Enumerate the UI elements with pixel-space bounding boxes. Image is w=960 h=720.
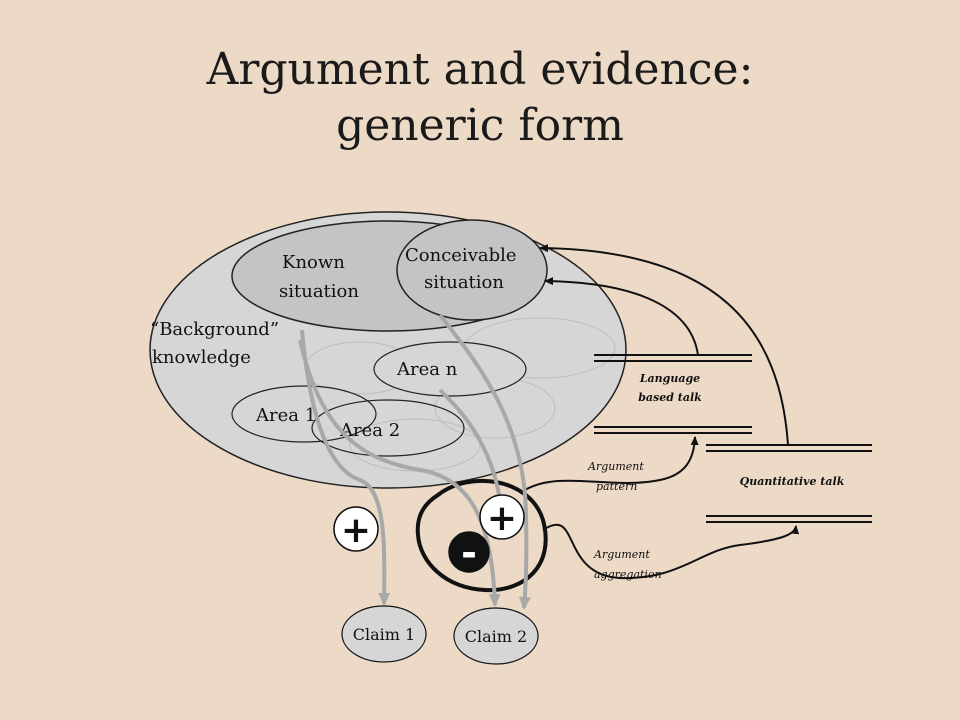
language-talk-label-2: based talk: [638, 391, 702, 404]
argument-aggregation-label-1: Argument: [593, 548, 650, 561]
plus-circle-right: [479, 494, 525, 540]
plus-circle-left: [333, 506, 379, 552]
argument-pattern-label-1: Argument: [587, 460, 644, 473]
language-talk-bars: [594, 354, 752, 434]
minus-circle: [448, 531, 490, 573]
title-line-2: generic form: [336, 100, 624, 151]
background-knowledge-label-2: knowledge: [152, 347, 251, 368]
area-1-label: Area 1: [255, 405, 316, 426]
language-talk-label-1: Language: [639, 372, 700, 385]
title-line-1: Argument and evidence:: [206, 44, 754, 95]
plus-symbol-right: +: [487, 498, 517, 539]
conceivable-situation-label-1: Conceivable: [405, 245, 517, 266]
claim-2-bubble: [453, 607, 539, 665]
known-situation-label-1: Known: [282, 252, 345, 273]
conceivable-situation-label-2: situation: [424, 272, 504, 293]
quantitative-talk-label: Quantitative talk: [740, 475, 845, 488]
arrow-quantitative-to-conceivable: [539, 244, 789, 446]
conceivable-situation-bubble: [396, 219, 548, 321]
area-2-bubble: [311, 399, 465, 457]
aggregation-oval: [415, 478, 548, 593]
claim-1-bubble: [341, 605, 427, 663]
arrow-oval-to-language: [524, 436, 699, 491]
area-2-label: Area 2: [339, 420, 400, 441]
known-situation-label-2: situation: [279, 281, 359, 302]
area-n-label: Area n: [396, 359, 458, 380]
arrow-oval-to-quantitative: [542, 523, 800, 580]
claim-2-label: Claim 2: [465, 627, 527, 646]
arrow-language-to-conceivable: [544, 277, 699, 356]
plus-symbol-left: +: [341, 510, 371, 551]
minus-symbol: -: [461, 531, 477, 575]
background-knowledge-label-1: “Background”: [150, 319, 279, 340]
slide-title: Argument and evidence: generic form: [0, 42, 960, 154]
claim-1-label: Claim 1: [353, 625, 415, 644]
gray-arrows: [298, 313, 531, 610]
quantitative-talk-bars: [706, 444, 872, 523]
